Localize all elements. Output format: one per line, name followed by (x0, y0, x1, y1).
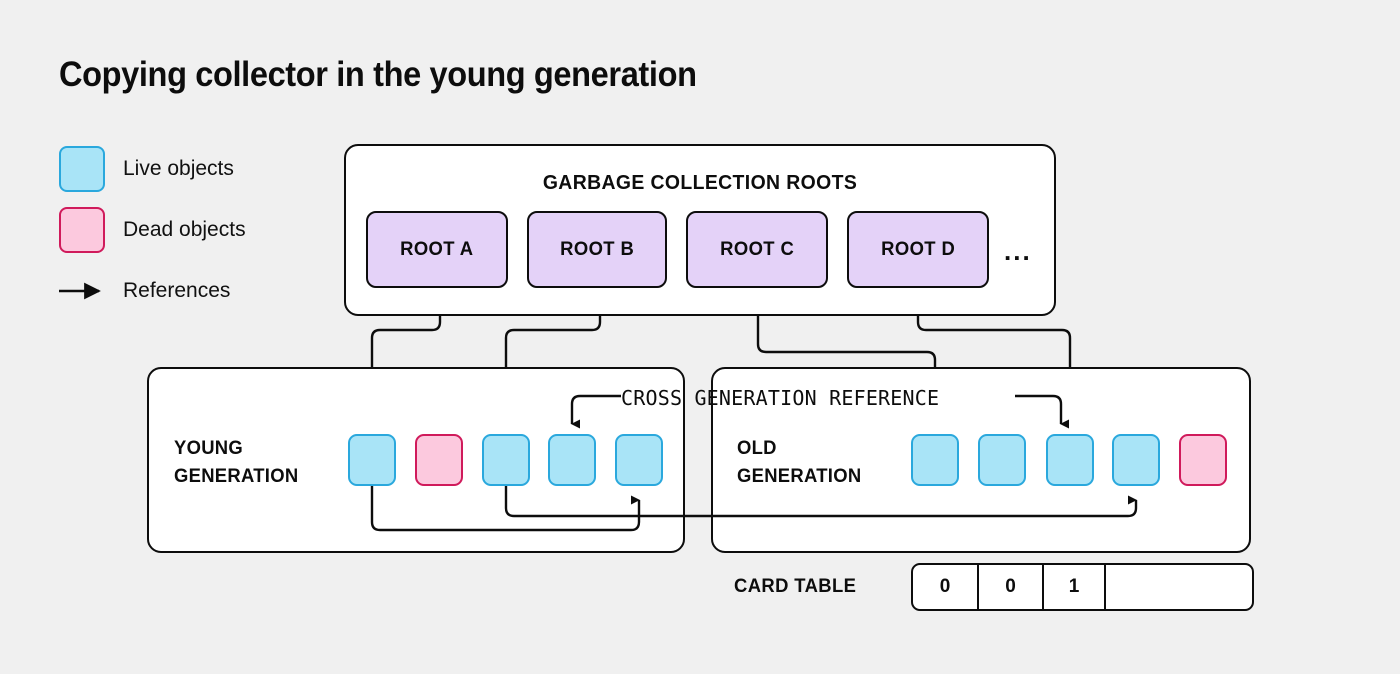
young-object-4[interactable] (548, 434, 596, 486)
legend-label-references: References (123, 279, 231, 302)
legend-item-references: References (59, 268, 329, 314)
dead-object-swatch-icon (59, 207, 105, 253)
page-title: Copying collector in the young generatio… (59, 55, 697, 94)
arrow-root-d-to-old-3 (916, 288, 1078, 429)
young-object-3[interactable] (482, 434, 530, 486)
root-ellipsis: ... (1004, 236, 1032, 266)
legend-item-live-objects: Live objects (59, 146, 329, 192)
root-box-c-label: ROOT C (719, 238, 794, 260)
young-object-5[interactable] (615, 434, 663, 486)
old-object-3[interactable] (1046, 434, 1094, 486)
young-generation-label: YOUNG GENERATION (174, 438, 299, 487)
root-box-d-label: ROOT D (880, 238, 955, 260)
arrow-young-3-to-old-4 (504, 486, 1138, 518)
root-box-b[interactable]: ROOT B (527, 211, 667, 288)
arrow-young-1-to-young-5 (370, 486, 641, 532)
legend-label-live-objects: Live objects (123, 157, 234, 180)
card-table-cell-1[interactable]: 0 (979, 565, 1044, 609)
cross-generation-reference-label: CROSS GENERATION REFERENCE (621, 386, 940, 410)
legend-label-dead-objects: Dead objects (123, 218, 246, 241)
legend-item-dead-objects: Dead objects (59, 207, 329, 253)
root-box-a-label: ROOT A (400, 238, 474, 260)
card-table-cell-0[interactable]: 0 (913, 565, 979, 609)
young-object-1[interactable] (348, 434, 396, 486)
card-table-cell-3[interactable] (1106, 565, 1252, 609)
old-object-4[interactable] (1112, 434, 1160, 486)
old-object-1[interactable] (911, 434, 959, 486)
card-table-label: CARD TABLE (734, 576, 857, 597)
root-box-a[interactable]: ROOT A (366, 211, 508, 288)
gc-roots-heading: GARBAGE COLLECTION ROOTS (542, 172, 858, 194)
arrow-root-a-to-young-1 (370, 288, 442, 429)
root-box-b-label: ROOT B (559, 238, 634, 260)
card-table-cell-2[interactable]: 1 (1044, 565, 1106, 609)
legend: Live objects Dead objects References (59, 146, 329, 314)
live-object-swatch-icon (59, 146, 105, 192)
arrow-cross-ref-to-young-4 (570, 394, 621, 429)
young-object-2[interactable] (415, 434, 463, 486)
card-table: 0 0 1 (911, 563, 1254, 611)
old-object-5[interactable] (1179, 434, 1227, 486)
root-box-c[interactable]: ROOT C (686, 211, 828, 288)
old-object-2[interactable] (978, 434, 1026, 486)
arrow-root-b-to-young-3 (504, 288, 602, 429)
old-generation-label: OLD GENERATION (737, 438, 862, 487)
reference-arrow-icon (59, 268, 105, 314)
arrow-root-c-to-old-1 (756, 288, 943, 429)
root-box-d[interactable]: ROOT D (847, 211, 989, 288)
arrow-cross-ref-to-old-1 (1015, 394, 1069, 429)
